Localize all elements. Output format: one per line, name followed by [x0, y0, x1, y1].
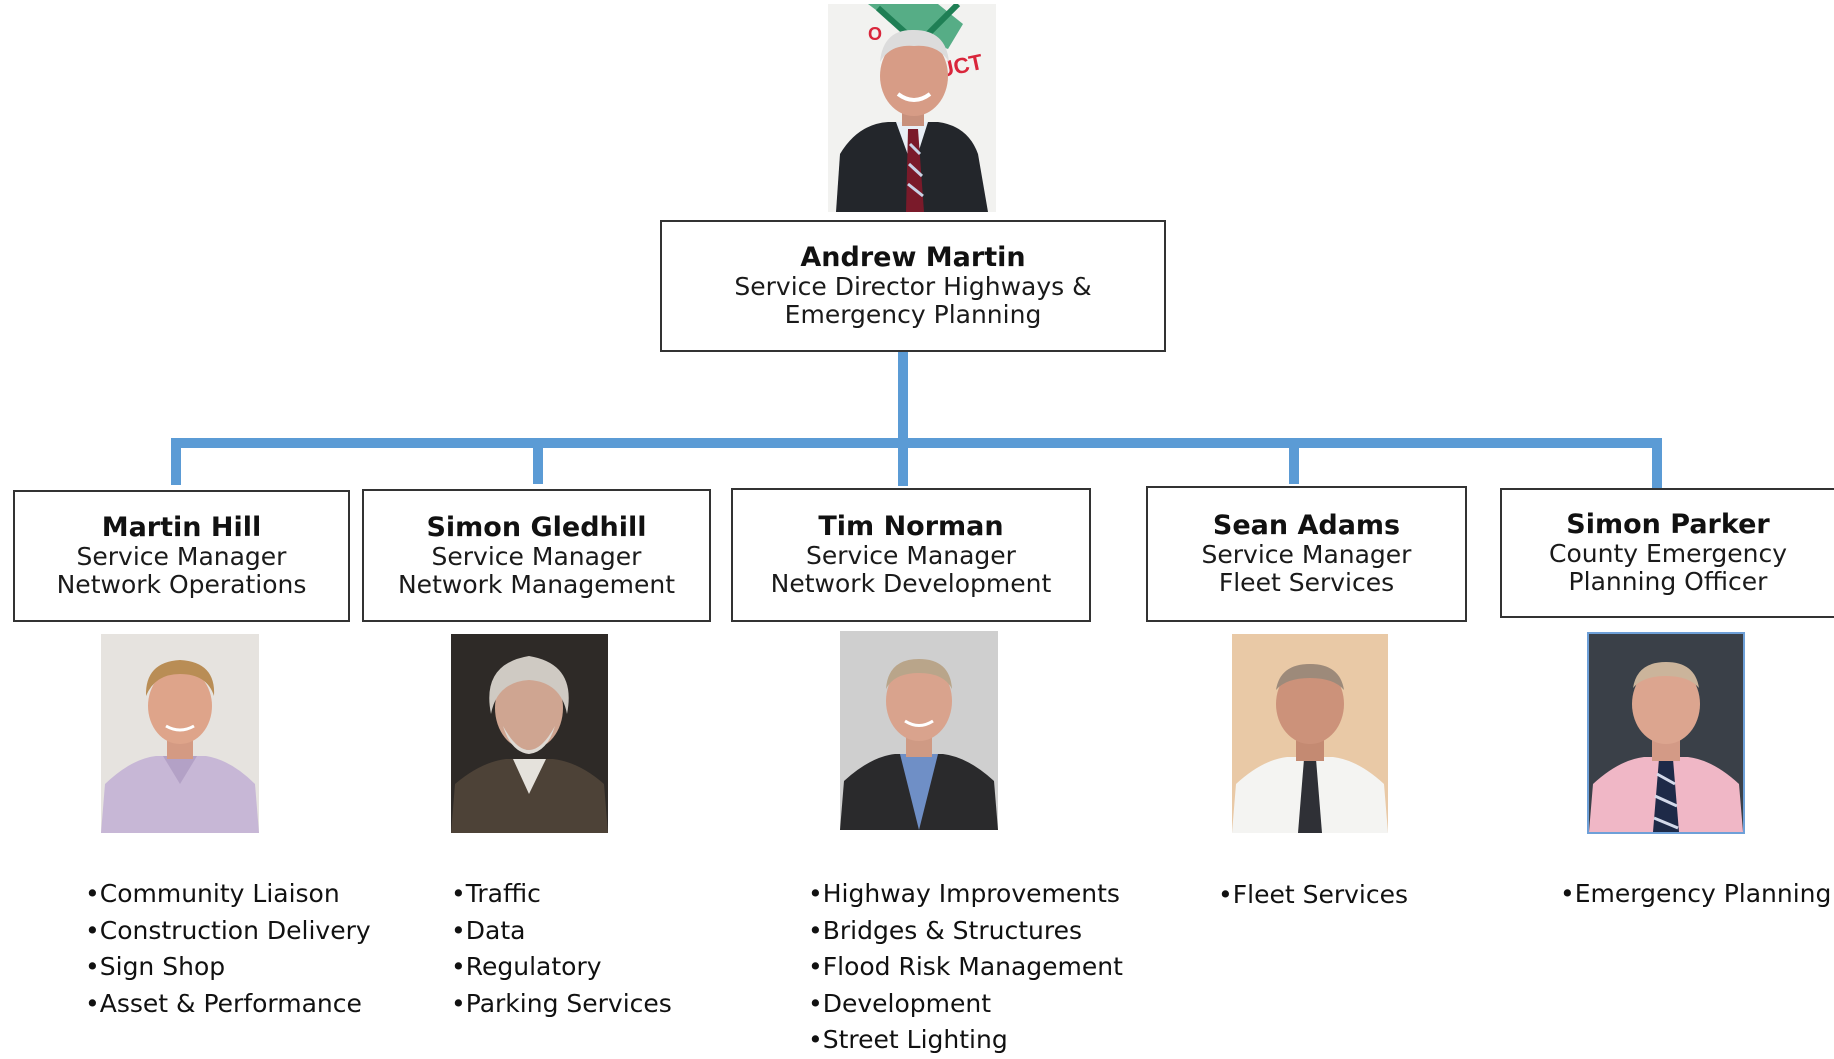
- duty-item: Community Liaison: [85, 876, 371, 913]
- duty-item: Street Lighting: [808, 1022, 1123, 1059]
- duties-list-simon-gledhill: Traffic Data Regulatory Parking Services: [451, 876, 672, 1022]
- manager-box-sean-adams: Sean Adams Service Manager Fleet Service…: [1146, 486, 1467, 622]
- duty-item: Parking Services: [451, 986, 672, 1023]
- director-box: Andrew Martin Service Director Highways …: [660, 220, 1166, 352]
- connector-drop-4: [1289, 438, 1299, 484]
- manager-name: Simon Parker: [1566, 509, 1770, 540]
- manager-title-line-2: Fleet Services: [1218, 568, 1395, 597]
- manager-box-tim-norman: Tim Norman Service Manager Network Devel…: [731, 488, 1091, 622]
- duties-list-martin-hill: Community Liaison Construction Delivery …: [85, 876, 371, 1022]
- manager-photo-sean-adams: [1232, 634, 1388, 833]
- manager-photo-tim-norman: [840, 631, 998, 830]
- manager-name: Tim Norman: [818, 511, 1004, 542]
- duty-item: Bridges & Structures: [808, 913, 1123, 950]
- manager-title-line-2: Network Management: [397, 569, 675, 599]
- duties-list-simon-parker: Emergency Planning: [1560, 876, 1832, 913]
- duty-item: Traffic: [451, 876, 672, 913]
- manager-title-line-2: Planning Officer: [1568, 567, 1768, 596]
- connector-vertical-main: [898, 352, 908, 486]
- manager-title-line-1: Service Manager: [431, 541, 642, 571]
- duty-item: Sign Shop: [85, 949, 371, 986]
- duty-item: Data: [451, 913, 672, 950]
- manager-title-line-2: Network Operations: [56, 570, 307, 599]
- manager-title-line-1: County Emergency: [1549, 539, 1787, 568]
- duty-item: Highway Improvements: [808, 876, 1123, 913]
- duty-item: Construction Delivery: [85, 913, 371, 950]
- duty-item: Development: [808, 986, 1123, 1023]
- svg-text:O: O: [868, 24, 882, 44]
- manager-box-martin-hill: Martin Hill Service Manager Network Oper…: [13, 490, 350, 622]
- manager-photo-simon-parker: [1587, 632, 1745, 834]
- connector-horizontal-bar: [171, 438, 1662, 448]
- manager-title-line-1: Service Manager: [806, 541, 1016, 570]
- director-name: Andrew Martin: [800, 242, 1026, 273]
- manager-name: Sean Adams: [1212, 510, 1401, 541]
- manager-photo-simon-gledhill: [451, 634, 608, 833]
- manager-title-line-1: Service Manager: [76, 542, 287, 571]
- manager-box-simon-parker: Simon Parker County Emergency Planning O…: [1500, 488, 1834, 618]
- duties-list-tim-norman: Highway Improvements Bridges & Structure…: [808, 876, 1123, 1059]
- manager-box-simon-gledhill: Simon Gledhill Service Manager Network M…: [362, 489, 711, 622]
- manager-title-line-1: Service Manager: [1201, 540, 1412, 569]
- duty-item: Asset & Performance: [85, 986, 371, 1023]
- director-title-line-1: Service Director Highways &: [734, 272, 1092, 301]
- connector-drop-2: [533, 438, 543, 484]
- manager-name: Simon Gledhill: [426, 511, 647, 543]
- connector-drop-5: [1652, 438, 1662, 488]
- manager-name: Martin Hill: [101, 512, 262, 543]
- manager-title-line-2: Network Development: [770, 569, 1052, 598]
- director-title-line-2: Emergency Planning: [784, 300, 1042, 329]
- director-photo: UCT O: [828, 4, 996, 212]
- duty-item: Regulatory: [451, 949, 672, 986]
- duty-item: Fleet Services: [1218, 877, 1408, 914]
- manager-photo-martin-hill: [101, 634, 259, 833]
- duty-item: Emergency Planning: [1560, 876, 1832, 913]
- duty-item: Flood Risk Management: [808, 949, 1123, 986]
- connector-drop-1: [171, 438, 181, 485]
- duties-list-sean-adams: Fleet Services: [1218, 877, 1408, 914]
